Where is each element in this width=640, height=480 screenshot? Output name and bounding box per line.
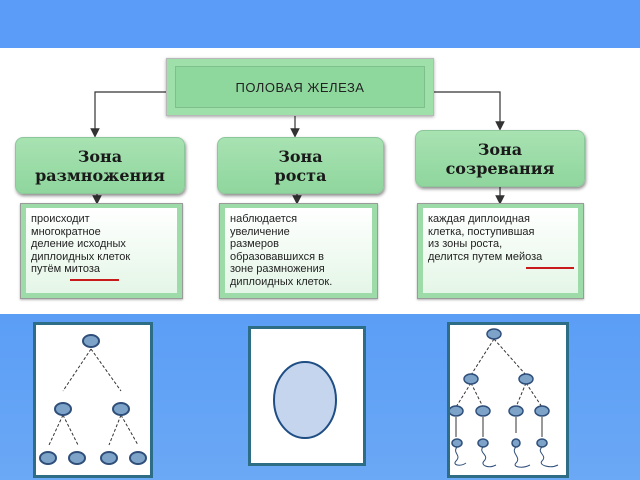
connector-right <box>434 91 505 131</box>
cell <box>39 451 57 465</box>
mitosis-tree-diagram <box>39 334 147 465</box>
desc-maturation: каждая диплоидная клетка, поступившая из… <box>417 203 584 299</box>
desc-growth: наблюдается увеличение размеров образова… <box>219 203 378 299</box>
connector-left <box>90 91 166 138</box>
cell <box>54 402 72 416</box>
mitosis-tree-panel <box>33 322 153 478</box>
cell <box>463 373 479 385</box>
cell <box>82 334 100 348</box>
cell <box>536 438 548 448</box>
cell <box>508 405 524 417</box>
underline-meiosis <box>526 267 574 269</box>
cell <box>451 438 463 448</box>
cell <box>511 438 521 448</box>
desc-reproduction: происходит многократное деление исходных… <box>20 203 183 299</box>
desc-growth-panel: наблюдается увеличение размеров образова… <box>225 208 372 293</box>
cell <box>486 328 502 340</box>
cell <box>68 451 86 465</box>
zone-reproduction-label: Зона размножения <box>35 146 165 185</box>
zone-growth-label: Зона роста <box>274 146 327 185</box>
zone-growth: Зона роста <box>217 137 384 194</box>
meiosis-tree-panel <box>447 322 569 478</box>
cell <box>475 405 491 417</box>
large-cell <box>273 361 337 439</box>
desc-maturation-panel: каждая диплоидная клетка, поступившая из… <box>423 208 578 293</box>
title-inner <box>175 66 425 108</box>
diagram-title: ПОЛОВАЯ ЖЕЛЕЗА <box>235 79 365 95</box>
cell <box>100 451 118 465</box>
cell <box>112 402 130 416</box>
desc-maturation-text: каждая диплоидная клетка, поступившая из… <box>428 213 543 263</box>
cell <box>450 405 464 417</box>
cell <box>534 405 550 417</box>
desc-growth-text: наблюдается увеличение размеров образова… <box>230 213 333 288</box>
desc-reproduction-panel: происходит многократное деление исходных… <box>26 208 177 293</box>
title-box: ПОЛОВАЯ ЖЕЛЕЗА <box>166 58 434 116</box>
zone-maturation: Зона созревания <box>415 130 585 187</box>
cell <box>477 438 489 448</box>
growth-cell-panel <box>248 326 366 466</box>
cell <box>518 373 534 385</box>
zone-maturation-label: Зона созревания <box>445 139 555 178</box>
header-band <box>0 0 640 48</box>
large-cell-diagram <box>273 361 337 439</box>
zone-reproduction: Зона размножения <box>15 137 185 194</box>
meiosis-tree-diagram <box>450 328 559 468</box>
desc-reproduction-text: происходит многократное деление исходных… <box>31 213 131 275</box>
cell <box>129 451 147 465</box>
underline-mitosis <box>70 279 119 281</box>
